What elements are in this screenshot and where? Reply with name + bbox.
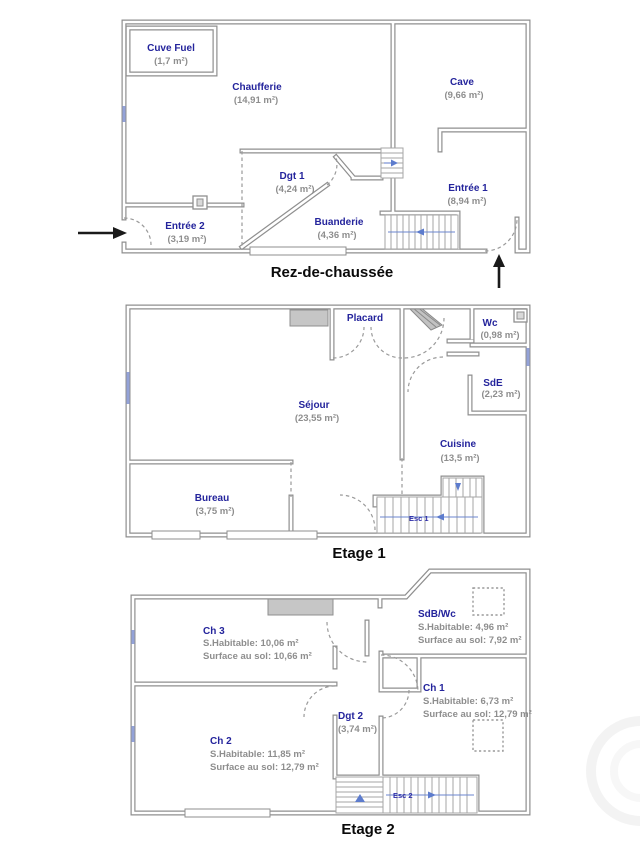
room-label-entree2: Entrée 2 [165,221,205,232]
room-label-placard: Placard [347,313,383,324]
stair-label-esc2: Esc 2 [393,791,413,800]
room-area-cuve-fuel: (1,7 m²) [154,56,188,67]
room-label-sejour: Séjour [298,400,329,411]
room-label-entree1: Entrée 1 [448,183,488,194]
door-arc-entree1 [484,218,518,252]
chimney-block [289,309,329,327]
room-label-bureau: Bureau [195,493,229,504]
entrance-arrow-up-icon [493,254,505,288]
watermark-logo [586,716,640,826]
window-marker [126,348,530,404]
room-area-sde: (2,23 m²) [481,389,520,400]
window-marker [151,530,201,540]
room-label-ch1: Ch 1 [423,683,445,694]
door-arc-ch3 [326,621,368,663]
room-label-sde: SdE [483,378,503,389]
room-area-dgt2: (3,74 m²) [338,724,377,735]
floor-etage2: Esc 2 Ch 3 S.Habitable: 10,06 m² Surface… [130,568,532,838]
door-arc-esc1 [339,494,376,531]
room-sol-ch2: Surface au sol: 12,79 m² [210,762,319,773]
floor-title-etage1: Etage 1 [332,545,385,562]
room-label-ch3: Ch 3 [203,626,225,637]
staircase-half-landing [380,147,404,179]
wall-fixture-box [192,195,208,210]
room-label-cave: Cave [450,77,474,88]
room-area-entree1: (8,94 m²) [447,196,486,207]
room-habitable-ch3: S.Habitable: 10,06 m² [203,638,299,649]
door-arc-hall [403,317,445,359]
entrance-arrow-left-icon [78,227,127,239]
room-area-chaufferie: (14,91 m²) [234,95,278,106]
room-label-cuisine: Cuisine [440,439,477,450]
room-label-sdbwc: SdB/Wc [418,609,456,620]
room-label-cuve-fuel: Cuve Fuel [147,43,195,54]
room-habitable-ch1: S.Habitable: 6,73 m² [423,696,513,707]
room-area-cave: (9,66 m²) [444,90,483,101]
door-arc-dgt1 [326,156,338,186]
room-habitable-ch2: S.Habitable: 11,85 m² [210,749,305,760]
stair-label-esc1: Esc 1 [409,514,429,523]
room-area-sejour: (23,55 m²) [295,413,339,424]
floor-etage1: Esc 1 Placard Wc (0,98 m²) SdE (2,23 m²)… [125,304,531,562]
wc-corner-fixture [513,308,528,323]
room-label-wc: Wc [483,318,498,329]
room-sol-ch3: Surface au sol: 10,66 m² [203,651,312,662]
door-arc-sde [407,356,444,393]
skylight-sdbwc [472,587,505,616]
room-habitable-sdbwc: S.Habitable: 4,96 m² [418,622,508,633]
room-label-dgt2: Dgt 2 [338,711,363,722]
room-label-chaufferie: Chaufferie [232,82,282,93]
door-arc-ch2 [303,685,336,718]
room-label-ch2: Ch 2 [210,736,232,747]
window-marker [249,246,347,256]
room-sol-ch1: Surface au sol: 12,79 m² [423,709,532,720]
chimney-block [267,598,334,616]
room-area-buanderie: (4,36 m²) [317,230,356,241]
door-arc-ch1 [380,689,410,719]
door-arc-sdbwc [380,654,419,693]
skylight-ch1 [472,719,504,752]
floor-title-etage2: Etage 2 [341,821,394,838]
room-label-buanderie: Buanderie [315,217,364,228]
room-area-entree2: (3,19 m²) [167,234,206,245]
staircase-esc1: Esc 1 [376,477,483,534]
floor-title-rdc: Rez-de-chaussée [271,264,394,281]
floor-rdc: Cuve Fuel (1,7 m²) Chaufferie (14,91 m²)… [78,19,531,288]
placard-door-arc-left [332,326,365,359]
door-arc-entree2 [123,217,152,246]
staircase-esc2: Esc 2 [335,776,478,814]
room-area-dgt1: (4,24 m²) [275,184,314,195]
room-label-dgt1: Dgt 1 [280,171,305,182]
placard-door-arc-right [370,326,403,359]
room-area-wc: (0,98 m²) [480,330,519,341]
window-marker [184,808,271,818]
room-area-bureau: (3,75 m²) [195,506,234,517]
chimney-flue-hatched [406,306,443,331]
staircase-rdc [384,214,459,250]
window-marker [226,530,318,540]
room-area-cuisine: (13,5 m²) [440,453,479,464]
room-sol-sdbwc: Surface au sol: 7,92 m² [418,635,521,646]
